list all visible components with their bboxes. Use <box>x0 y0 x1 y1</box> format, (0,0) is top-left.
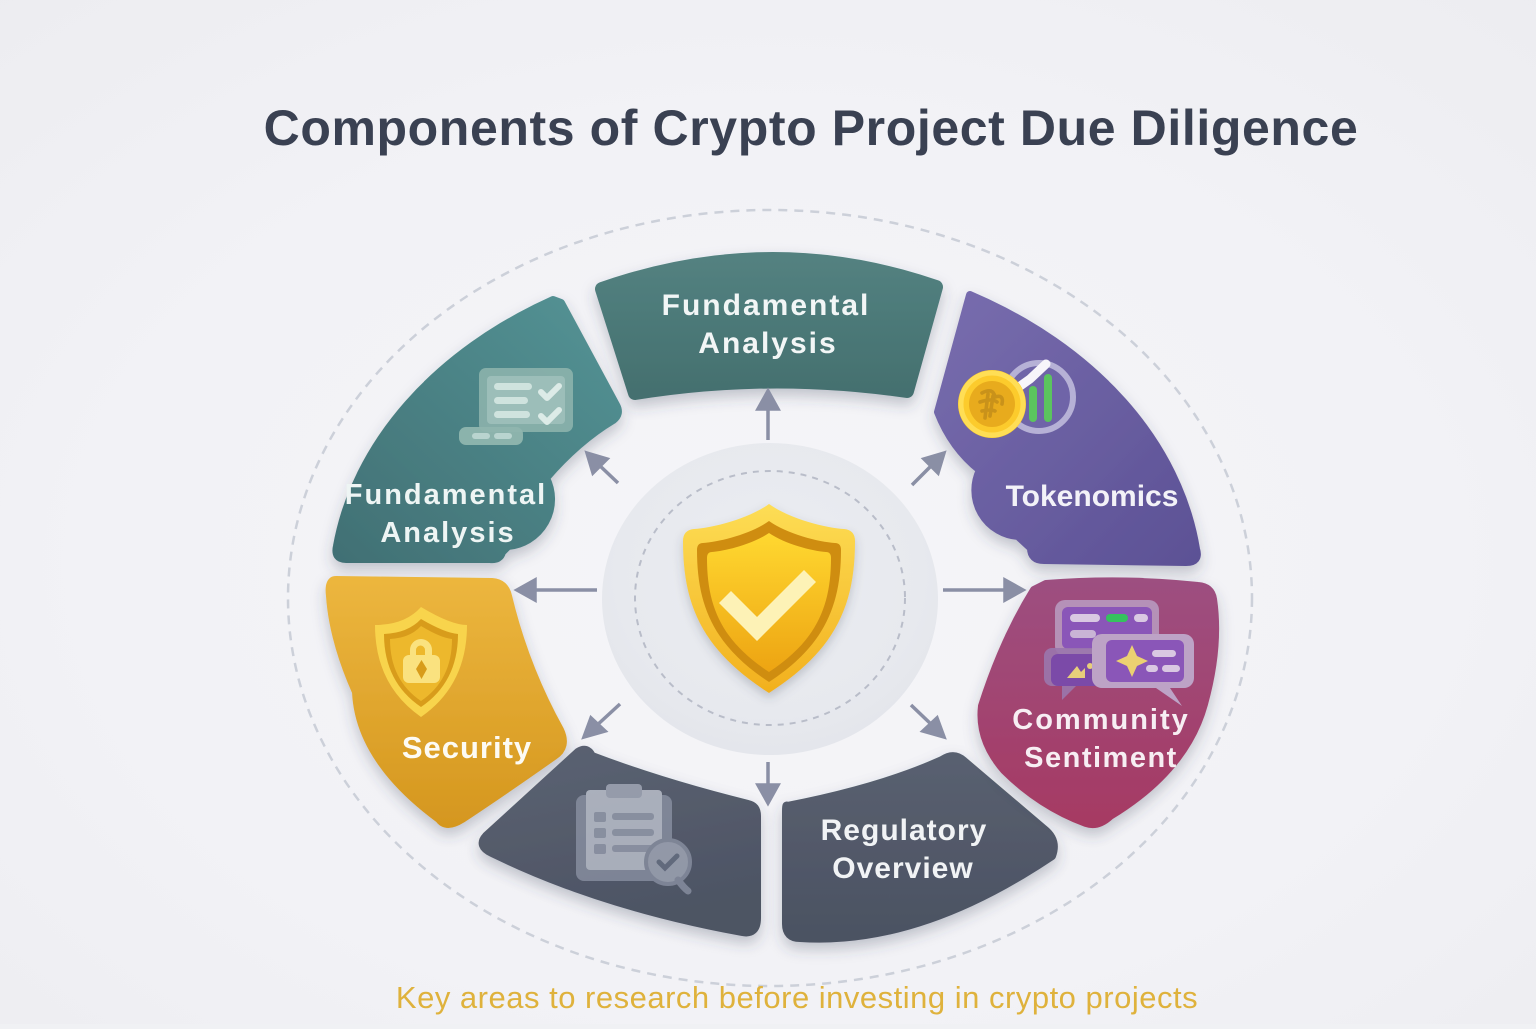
svg-text:Components of Crypto Project D: Components of Crypto Project Due Diligen… <box>264 100 1359 156</box>
svg-text:Overview: Overview <box>832 852 973 885</box>
svg-text:Key areas to research before i: Key areas to research before investing i… <box>396 980 1198 1015</box>
svg-text:Analysis: Analysis <box>380 517 515 549</box>
svg-text:Analysis: Analysis <box>698 327 837 360</box>
svg-text:Fundamental: Fundamental <box>345 479 547 511</box>
svg-text:Security: Security <box>402 730 532 765</box>
svg-text:Regulatory: Regulatory <box>821 814 988 847</box>
svg-text:Tokenomics: Tokenomics <box>1006 480 1179 513</box>
svg-text:Sentiment: Sentiment <box>1024 742 1178 774</box>
svg-text:Fundamental: Fundamental <box>662 289 871 322</box>
svg-text:Community: Community <box>1012 704 1190 736</box>
